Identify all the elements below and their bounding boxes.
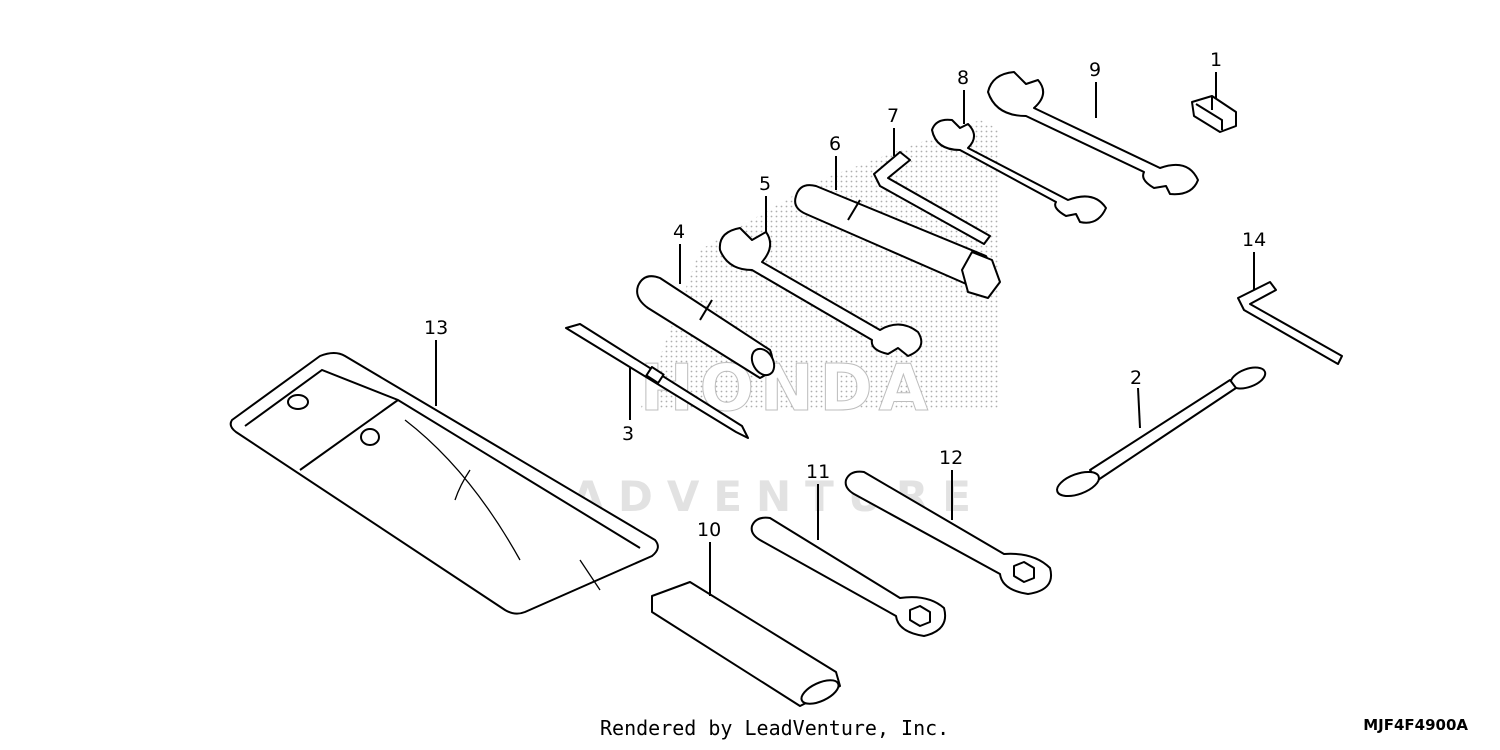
callout-14: 14 [1242, 229, 1266, 251]
footer-credit: Rendered by LeadVenture, Inc. [600, 716, 950, 740]
callout-6: 6 [829, 133, 841, 155]
callout-5: 5 [759, 173, 771, 195]
hex-key-long [873, 151, 991, 245]
callout-4: 4 [673, 221, 685, 243]
socket-wrench [636, 275, 776, 379]
callout-10: 10 [697, 519, 721, 541]
callout-1: 1 [1210, 49, 1222, 71]
hex-key-short [1237, 281, 1343, 365]
open-end-wrench-small [931, 118, 1107, 224]
box-wrench-22 [750, 516, 946, 637]
callout-8: 8 [957, 67, 969, 89]
callout-11: 11 [806, 461, 830, 483]
callout-9: 9 [1089, 59, 1101, 81]
screwdriver [565, 323, 749, 439]
callout-13: 13 [424, 317, 448, 339]
callout-3: 3 [622, 423, 634, 445]
watermark-brand: HONDA [640, 352, 934, 426]
callout-labels: 1 2 3 4 5 6 7 8 9 10 11 12 13 14 [424, 49, 1266, 541]
open-end-wrench-14-17 [987, 71, 1199, 196]
box-wrench-17 [844, 470, 1052, 595]
open-end-wrench-12-14 [718, 227, 923, 357]
callout-12: 12 [939, 447, 963, 469]
spark-plug-wrench [794, 184, 1001, 299]
tool-bag [229, 352, 659, 615]
callout-2: 2 [1130, 367, 1142, 389]
wrench-handle [651, 581, 841, 707]
fuse-clip [1191, 95, 1237, 133]
leader-lines [435, 72, 1255, 596]
diagram-code: MJF4F4900A [1363, 716, 1468, 734]
helmet-cable [1056, 366, 1267, 498]
callout-7: 7 [887, 105, 899, 127]
